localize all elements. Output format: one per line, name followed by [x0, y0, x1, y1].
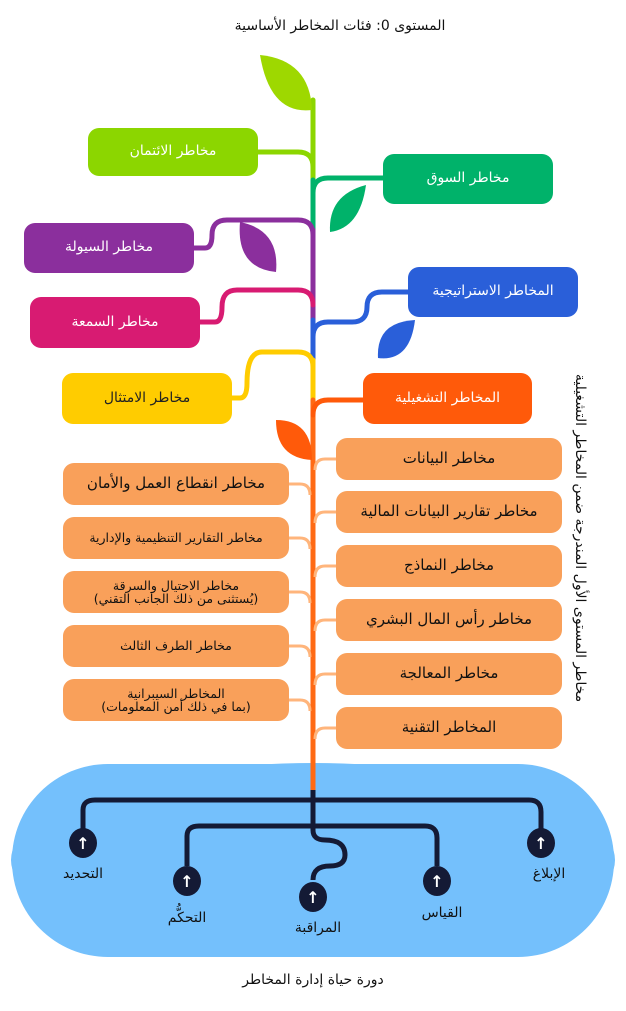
operational-subrisk: مخاطر انقطاع العمل والأمان [63, 463, 289, 505]
operational-subrisk: مخاطر التقارير التنظيمية والإدارية [63, 517, 289, 559]
lifecycle-step: المراقبة [294, 920, 342, 936]
category-liquidity: مخاطر السيولة [24, 223, 194, 273]
operational-subrisk: المخاطر السيبرانية (بما في ذلك أمن المعل… [63, 679, 289, 721]
operational-subrisk: مخاطر الاحتيال والسرقة (يُستثنى من ذلك ا… [63, 571, 289, 613]
operational-subrisk: المخاطر التقنية [336, 707, 562, 749]
category-operational: المخاطر التشغيلية [363, 373, 532, 424]
lifecycle-step: التحديد [62, 866, 103, 882]
lifecycle-title: دورة حياة إدارة المخاطر [242, 972, 384, 988]
category-market: مخاطر السوق [383, 154, 553, 204]
category-credit: مخاطر الائتمان [88, 128, 258, 176]
arrow-up-icon: ↑ [69, 828, 97, 858]
operational-subrisk: مخاطر تقارير البيانات المالية [336, 491, 562, 533]
lifecycle-step: القياس [421, 905, 463, 921]
operational-subrisk: مخاطر النماذج [336, 545, 562, 587]
operational-subrisk: مخاطر الطرف الثالث [63, 625, 289, 667]
operational-subrisk: مخاطر البيانات [336, 438, 562, 480]
arrow-up-icon: ↑ [299, 882, 327, 912]
operational-subrisk: مخاطر رأس المال البشري [336, 599, 562, 641]
category-compliance: مخاطر الامتثال [62, 373, 232, 424]
category-strategic: المخاطر الاستراتيجية [408, 267, 578, 317]
page-title: المستوى 0: فئات المخاطر الأساسية [234, 18, 446, 34]
arrow-up-icon: ↑ [423, 866, 451, 896]
operational-subrisk: مخاطر المعالجة [336, 653, 562, 695]
arrow-up-icon: ↑ [527, 828, 555, 858]
side-label: مخاطر المستوى الأول المندرجة ضمن المخاطر… [572, 373, 588, 703]
lifecycle-step: الإبلاغ [532, 866, 566, 882]
leaf-icons [239, 55, 415, 460]
lifecycle-step: التحكُّم [167, 910, 207, 926]
arrow-up-icon: ↑ [173, 866, 201, 896]
category-reputation: مخاطر السمعة [30, 297, 200, 348]
